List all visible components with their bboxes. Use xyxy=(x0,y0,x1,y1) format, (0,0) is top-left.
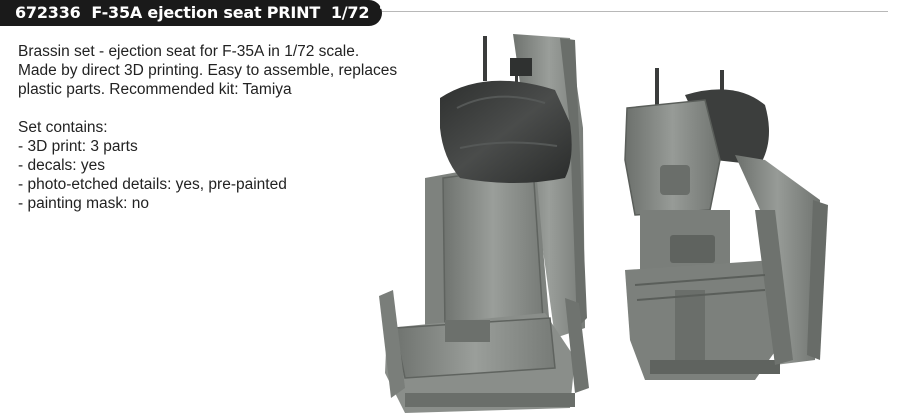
contents-item: - painting mask: no xyxy=(18,195,149,212)
title-bar: 672336 F-35A ejection seat PRINT 1/72 Ta… xyxy=(0,0,442,26)
set-contents: Set contains: - 3D print: 3 parts - deca… xyxy=(18,118,448,213)
product-title: 672336 F-35A ejection seat PRINT 1/72 Ta… xyxy=(15,3,442,22)
description-line-3: plastic parts. Recommended kit: Tamiya xyxy=(18,81,292,98)
contents-item: - decals: yes xyxy=(18,157,106,174)
product-description: Brassin set - ejection seat for F-35A in… xyxy=(18,42,448,213)
description-line-2: Made by direct 3D printing. Easy to asse… xyxy=(18,62,398,79)
seat-front-view-image xyxy=(379,34,589,413)
seat-rear-view-image xyxy=(624,68,828,380)
description-line-1: Brassin set - ejection seat for F-35A in… xyxy=(18,43,360,60)
contents-heading: Set contains: xyxy=(18,119,108,136)
header-divider xyxy=(382,11,888,12)
contents-item: - 3D print: 3 parts xyxy=(18,138,138,155)
contents-item: - photo-etched details: yes, pre-painted xyxy=(18,176,287,193)
